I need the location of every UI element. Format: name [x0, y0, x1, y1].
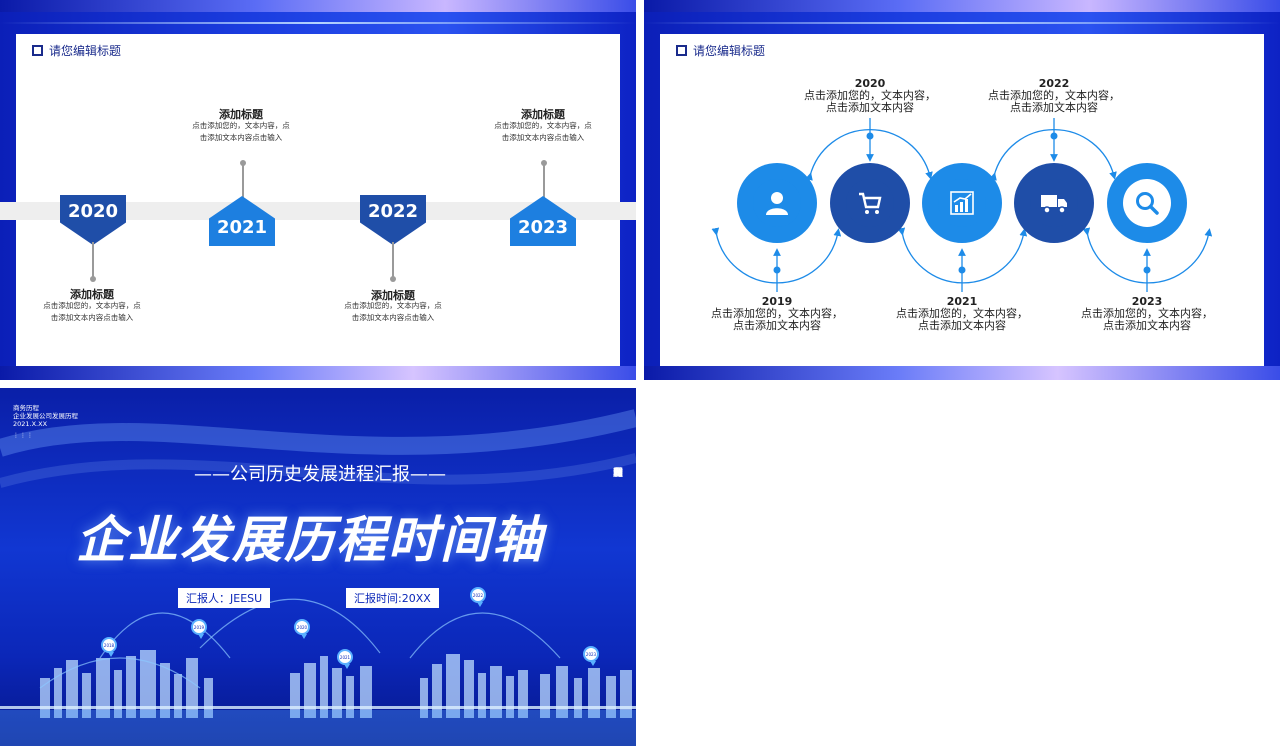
node-year: 2023 [1131, 295, 1163, 308]
connector-dot [541, 160, 547, 166]
connector-stem [392, 242, 394, 278]
top-decor-band [0, 0, 636, 12]
item-description: 点击添加您的，文本内容，点击添加文本内容点击输入 [344, 301, 442, 322]
top-decor-band [644, 0, 1280, 12]
item-heading: 添加标题 [219, 108, 263, 121]
item-description: 点击添加您的，文本内容，点击添加文本内容点击输入 [43, 301, 141, 322]
connector-stem [92, 242, 94, 278]
node-year: 2019 [761, 295, 793, 308]
slide-title: 请您编辑标题 [676, 42, 765, 59]
arc-bottom-2021 [897, 227, 1028, 284]
truck-icon [1041, 195, 1067, 214]
item-heading: 添加标题 [521, 108, 565, 121]
square-icon [32, 45, 43, 56]
node-circle-2019[interactable] [737, 163, 817, 243]
slide-cover[interactable]: 商务历程 企业发展公司发展历程 2021.X.XX ⋮⋮⋮ ——公司历史发展进程… [0, 388, 636, 746]
corner-line-1: 商务历程 [13, 404, 39, 412]
bottom-decor-band [644, 366, 1280, 380]
connector-arcs [711, 118, 1213, 292]
user-icon [766, 192, 788, 215]
connector-dot [240, 160, 246, 166]
cover-subtitle: ——公司历史发展进程汇报—— [194, 464, 446, 485]
year-label: 2020 [67, 201, 119, 222]
node-year: 2020 [854, 77, 886, 90]
node-year: 2021 [946, 295, 978, 308]
slide-timeline-circles[interactable]: 请您编辑标题 [644, 0, 1280, 380]
reporter-tag: 汇报人：JEESU [178, 588, 271, 608]
slide-title-text: 请您编辑标题 [49, 44, 122, 58]
bottom-decor-band [0, 366, 636, 380]
pin-2022: 2022 [470, 587, 486, 607]
node-circle-2022[interactable] [1014, 163, 1094, 243]
report-time-tag: 汇报时间:20XX [346, 588, 439, 608]
node-inner [846, 179, 894, 227]
pin-2019: 2019 [191, 619, 207, 639]
pin-2018: 2018 [101, 637, 117, 657]
chart-icon [950, 191, 974, 215]
year-label: 2023 [517, 217, 569, 238]
node-inner [1030, 179, 1078, 227]
corner-line-2: 企业发展公司发展历程 [13, 412, 78, 420]
node-circle-2023[interactable] [1107, 163, 1187, 243]
node-circle-2020[interactable] [830, 163, 910, 243]
pin-2023: 2023 [583, 646, 599, 666]
item-heading: 添加标题 [70, 288, 114, 301]
corner-line-3: 2021.X.XX [13, 420, 48, 428]
background-waves [0, 409, 636, 746]
search-icon [1136, 192, 1159, 215]
connector-stem [543, 164, 545, 198]
pin-2020: 2020 [294, 619, 310, 639]
node-inner [1123, 179, 1171, 227]
dots-icon: ⋮⋮⋮ [13, 432, 34, 439]
connector-stem [242, 164, 244, 198]
corner-info: 商务历程 企业发展公司发展历程 2021.X.XX ⋮⋮⋮ [13, 404, 78, 440]
arc-bottom-2023 [1082, 227, 1213, 284]
node-inner [753, 179, 801, 227]
cover-main-title: 企业发展历程时间轴 [76, 511, 544, 569]
year-label: 2022 [367, 201, 419, 222]
item-description: 点击添加您的，文本内容，点击添加文本内容点击输入 [192, 121, 290, 142]
connector-dot [390, 276, 396, 282]
glow-line [644, 22, 1280, 24]
slide-title: 请您编辑标题 [32, 42, 121, 59]
timeline-ribbon [0, 202, 636, 220]
pin-2021: 2021 [337, 649, 353, 669]
node-inner [938, 179, 986, 227]
connector-dot [90, 276, 96, 282]
year-label: 2021 [216, 217, 268, 238]
item-description: 点击添加您的，文本内容，点击添加文本内容点击输入 [494, 121, 592, 142]
item-heading: 添加标题 [371, 289, 415, 302]
square-icon [676, 45, 687, 56]
node-circle-2021[interactable] [922, 163, 1002, 243]
slide-title-text: 请您编辑标题 [693, 44, 766, 58]
glow-line [0, 22, 636, 24]
cart-icon [859, 192, 882, 214]
node-year: 2022 [1038, 77, 1070, 90]
slide-timeline-ribbon[interactable]: 请您编辑标题 2020 添加标题 点击添加您的，文本内容，点击添加文本内容点击输… [0, 0, 636, 380]
